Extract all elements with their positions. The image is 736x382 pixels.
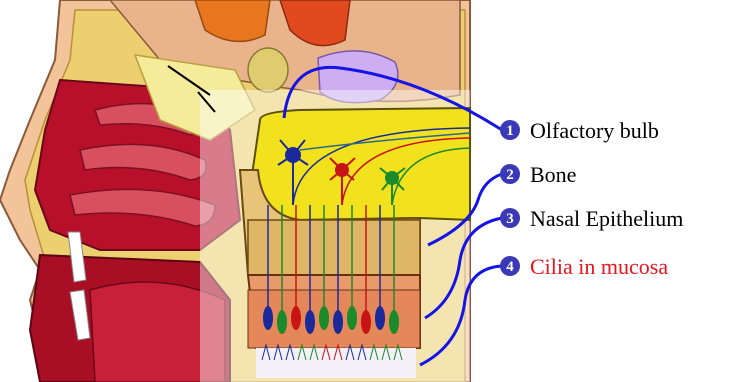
label-4-text: Cilia in mucosa <box>530 254 668 279</box>
label-3: 3 Nasal Epithelium <box>500 206 683 231</box>
olfactory-bulb-shape <box>252 108 470 220</box>
label-4: 4 Cilia in mucosa <box>500 254 668 279</box>
label-3-number: 3 <box>506 211 514 227</box>
label-4-number: 4 <box>506 259 514 275</box>
brain-olive-region <box>248 48 288 92</box>
label-3-text: Nasal Epithelium <box>530 206 683 231</box>
label-2-text: Bone <box>530 162 576 187</box>
label-1-text: Olfactory bulb <box>530 118 659 143</box>
label-1-number: 1 <box>506 123 514 139</box>
label-2: 2 Bone <box>500 162 576 187</box>
label-2-number: 2 <box>506 167 514 183</box>
label-1: 1 Olfactory bulb <box>500 118 659 143</box>
